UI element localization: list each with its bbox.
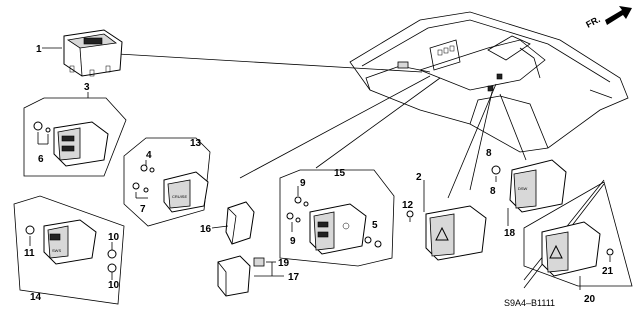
part-20-group: 21 20 xyxy=(523,181,633,305)
dashboard-outline xyxy=(349,11,629,153)
switch-label: SWS xyxy=(52,248,61,253)
callout-7: 7 xyxy=(140,204,146,215)
callout-10a: 10 xyxy=(108,232,120,243)
part-17-19-assembly: 19 17 xyxy=(217,255,300,297)
callout-8b: 8 xyxy=(486,148,492,159)
leader-lines xyxy=(117,53,605,289)
callout-5: 5 xyxy=(372,220,378,231)
callout-10b: 10 xyxy=(108,280,120,291)
part-3-group: 3 6 xyxy=(23,82,127,177)
callout-11: 11 xyxy=(24,248,35,259)
front-arrow-icon xyxy=(605,6,632,25)
callout-19: 19 xyxy=(278,258,290,269)
callout-9a: 9 xyxy=(300,178,306,189)
front-label: FR. xyxy=(584,14,601,30)
callout-12: 12 xyxy=(402,200,414,211)
part-1-switch-assembly: 1 xyxy=(36,29,123,77)
front-direction-indicator: FR. xyxy=(584,6,632,30)
part-15-group: 15 9 9 5 xyxy=(279,168,395,267)
part-16-blank-cover: 16 xyxy=(200,201,255,245)
part-2-hazard-switch: 2 12 xyxy=(402,172,487,261)
callout-8a: 8 xyxy=(490,186,496,197)
callout-1: 1 xyxy=(36,44,42,55)
callout-13: 13 xyxy=(190,138,202,149)
callout-4: 4 xyxy=(146,150,152,161)
callout-16: 16 xyxy=(200,224,212,235)
callout-17: 17 xyxy=(288,272,300,283)
part-14-group: SWS 11 10 10 14 xyxy=(13,195,125,305)
callout-15: 15 xyxy=(334,168,346,179)
callout-9b: 9 xyxy=(290,236,296,247)
cruise-label: CRUISE xyxy=(172,194,187,199)
callout-6: 6 xyxy=(38,154,44,165)
callout-18: 18 xyxy=(504,228,516,239)
callout-2: 2 xyxy=(416,172,422,183)
diagram-code: S9A4–B1111 xyxy=(504,298,555,308)
callout-20: 20 xyxy=(584,294,596,305)
part-13-group: 13 CRUISE 4 7 xyxy=(123,137,211,227)
part-18-switch: DSW 8 18 xyxy=(490,159,567,239)
callout-14: 14 xyxy=(30,292,42,303)
callout-21: 21 xyxy=(602,266,614,277)
callout-3: 3 xyxy=(84,82,90,93)
switch-label-18: DSW xyxy=(518,186,528,191)
